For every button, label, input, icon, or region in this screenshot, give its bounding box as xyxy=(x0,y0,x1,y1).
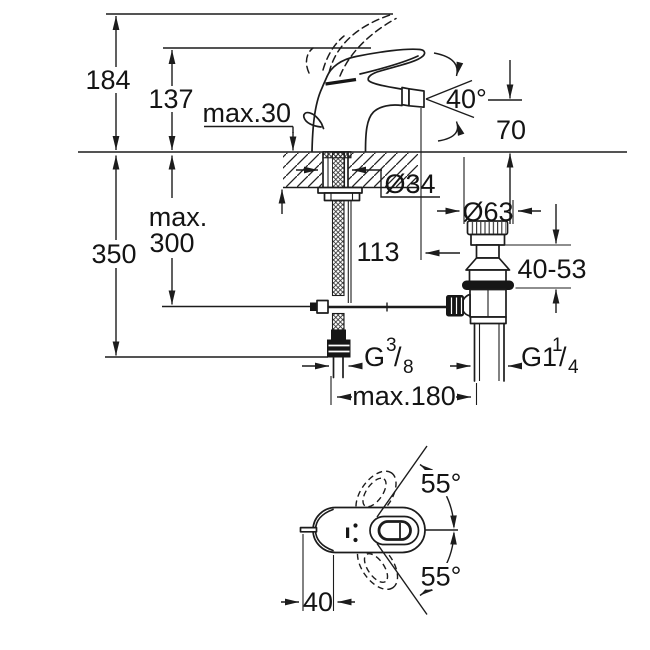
dim-label-137: 137 xyxy=(148,84,193,114)
dimension-184: 184 xyxy=(85,16,131,150)
dimension-dia34: Ø34 xyxy=(296,166,440,199)
plug-neck xyxy=(475,244,500,259)
faucet-side-view xyxy=(302,14,426,159)
dimension-max300: max. 300 xyxy=(149,155,208,305)
body-outline-right xyxy=(364,104,403,153)
faucet-top-view: 55° 55° xyxy=(299,445,465,615)
swivel-arc-upper xyxy=(433,52,464,77)
dim-label-70: 70 xyxy=(496,115,526,145)
thread-label-g114: G1 1 / 4 xyxy=(521,335,579,378)
actuator-knob xyxy=(446,295,464,317)
dimension-40deg: 40° xyxy=(425,52,487,142)
waste-cylinder xyxy=(468,269,507,283)
lever-motion-arc-dashed xyxy=(305,47,314,74)
dimension-40-topview: 40 xyxy=(281,534,355,617)
lever-rotated-upper-outline xyxy=(355,470,397,520)
under-deck-assembly xyxy=(310,151,447,379)
dim-label-40-53: 40-53 xyxy=(517,254,586,284)
waste-gasket xyxy=(462,280,514,290)
lever-raised-dashed-1 xyxy=(328,14,391,74)
lever-inner-line xyxy=(359,55,419,75)
dim-label-max180: max.180 xyxy=(352,381,456,411)
lever-loop-ring xyxy=(377,520,412,541)
dimension-g38: G 3 / 8 xyxy=(302,335,414,378)
hose-ferrule xyxy=(331,329,346,341)
body-detail-bar xyxy=(346,527,350,538)
dim-label-max300-line1: max. xyxy=(149,202,208,232)
body-outline-left xyxy=(311,48,426,153)
lever-rotated-upper-ring xyxy=(362,477,387,508)
dim-label-max30: max.30 xyxy=(202,98,291,128)
supply-hose-braided xyxy=(331,199,345,297)
rod-plan-view xyxy=(299,526,318,533)
dimension-137: 137 xyxy=(148,50,194,150)
hose-lower-braid xyxy=(331,312,345,331)
dimension-350: 350 xyxy=(91,155,137,356)
reference-lines xyxy=(78,13,627,358)
dimension-113: 113 xyxy=(356,108,460,267)
rod-joint-clamp xyxy=(316,299,329,314)
hose-end-nut xyxy=(327,339,351,358)
swivel-arc-lower xyxy=(437,121,465,142)
dim-label-dia34: Ø34 xyxy=(384,169,435,199)
plug-knurl-texture xyxy=(469,222,506,234)
dia34-leader xyxy=(380,170,440,198)
swivel-centerline-lower xyxy=(376,543,428,615)
dimension-70: 70 xyxy=(488,60,526,224)
plug-cone xyxy=(465,257,511,271)
shank-braid xyxy=(332,152,345,188)
dimension-g114: G1 1 / 4 xyxy=(450,335,579,378)
dimension-40-53: 40-53 xyxy=(504,204,587,313)
mounting-nut xyxy=(323,192,361,202)
dimension-dia63: Ø63 xyxy=(437,157,541,227)
lever-raised-dashed-3 xyxy=(322,35,345,71)
dimension-max180: max.180 xyxy=(330,376,478,411)
swivel-centerline-upper xyxy=(376,445,428,518)
pop-up-rod-knob xyxy=(302,111,325,130)
dim-label-dia63: Ø63 xyxy=(462,197,513,227)
rod-joint-screw xyxy=(310,302,318,311)
body-dot-lower xyxy=(353,537,358,543)
pop-up-waste-assembly xyxy=(446,220,514,382)
dim-label-350: 350 xyxy=(91,239,136,269)
dim-label-40deg: 40° xyxy=(446,84,487,114)
lever-rotated-lower-ring xyxy=(363,553,389,583)
coupling-ring xyxy=(469,316,507,325)
dim-label-184: 184 xyxy=(85,65,130,95)
dim-label-40: 40 xyxy=(303,587,333,617)
lever-raised-dashed-2 xyxy=(339,17,397,77)
dim-label-113: 113 xyxy=(356,237,399,267)
dim-label-55-lower: 55° xyxy=(421,562,462,592)
swivel-fan-upper xyxy=(425,79,473,100)
lever-rotated-lower-outline xyxy=(356,540,399,591)
aerator-connector xyxy=(401,86,410,107)
dim-label-max300-line2: 300 xyxy=(149,228,194,258)
lever-pivot-seam xyxy=(325,77,357,86)
swivel-fan-lower xyxy=(425,98,475,119)
body-dot-upper xyxy=(353,523,358,528)
plug-cap xyxy=(470,233,506,246)
thread-label-g38: G 3 / 8 xyxy=(364,335,414,378)
dim-label-55-upper: 55° xyxy=(421,469,462,499)
aerator-tip xyxy=(408,87,425,109)
dimension-max30: max.30 xyxy=(202,98,297,214)
